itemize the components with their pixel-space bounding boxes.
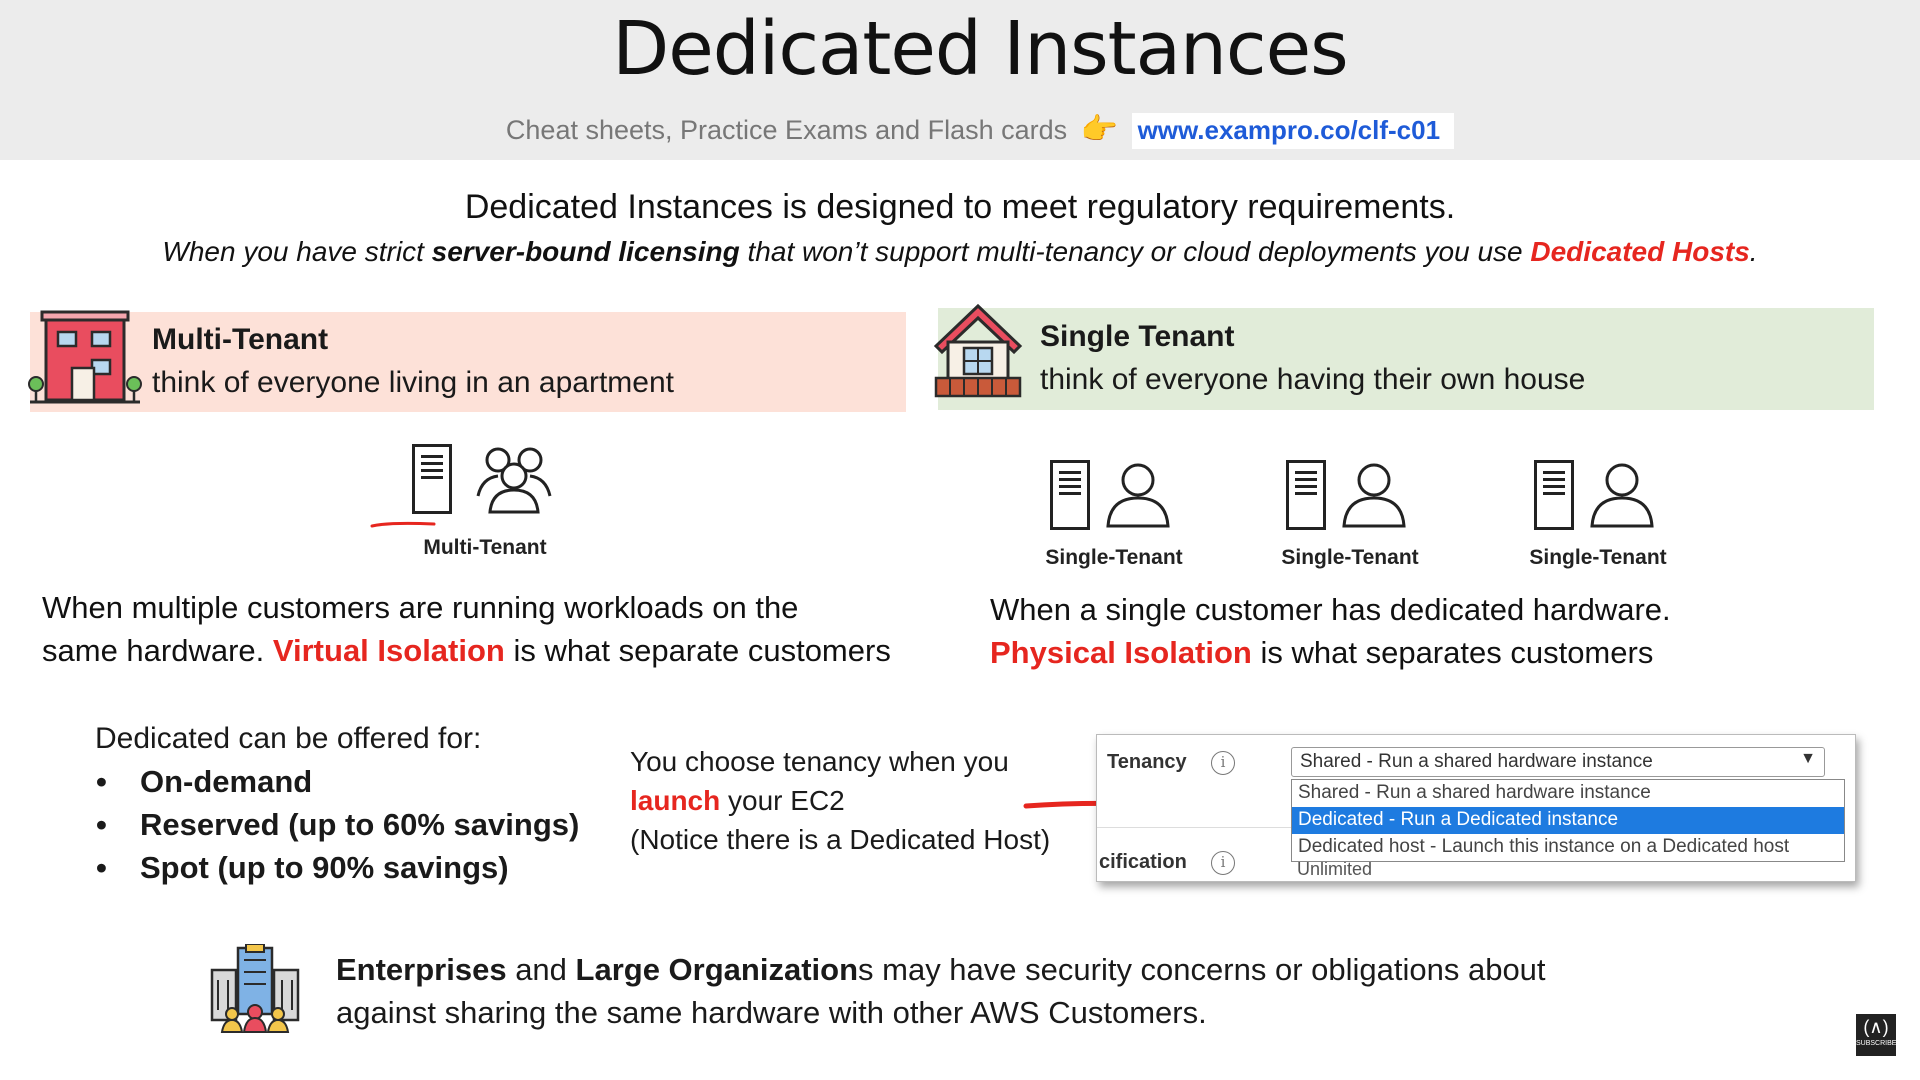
single-tenant-explanation: When a single customer has dedicated har… <box>990 588 1671 674</box>
page-title: Dedicated Instances <box>612 6 1348 92</box>
offered-heading: Dedicated can be offered for: <box>95 722 482 755</box>
subtitle-text: Cheat sheets, Practice Exams and Flash c… <box>505 115 1068 145</box>
server-icon <box>1050 460 1090 530</box>
tenancy-settings-panel: Tenancy i cification i Unlimited Shared … <box>1096 734 1856 882</box>
physical-isolation-highlight: Physical Isolation <box>990 635 1252 670</box>
offer-label: On-demand <box>140 764 313 799</box>
single-tenant-subtitle: think of everyone having their own house <box>1040 363 1586 396</box>
offer-item: • Reserved (up to 60% savings) <box>96 807 579 843</box>
tenancy-dropdown-list: Shared - Run a shared hardware instance … <box>1291 779 1845 862</box>
note-line: launch your EC2 <box>630 781 1050 820</box>
note-line: (Notice there is a Dedicated Host) <box>630 824 1051 855</box>
intro-period: . <box>1749 236 1758 267</box>
offer-label: Reserved (up to 60% savings) <box>140 807 580 842</box>
tenancy-select-value: Shared - Run a shared hardware instance <box>1300 751 1653 772</box>
explanation-line: Physical Isolation is what separates cus… <box>990 631 1671 674</box>
virtual-isolation-highlight: Virtual Isolation <box>272 633 505 668</box>
offer-label: Spot (up to 90% savings) <box>140 850 509 885</box>
tenancy-label: Tenancy <box>1107 751 1187 773</box>
channel-logo-icon[interactable]: (∧) SUBSCRIBE <box>1856 1014 1896 1056</box>
office-buildings-people-icon <box>210 944 300 1033</box>
multi-tenant-box <box>30 312 906 412</box>
intro-red-highlight: Dedicated Hosts <box>1530 236 1750 267</box>
specification-label: cification <box>1099 851 1187 873</box>
note-line: Enterprises and Large Organizations may … <box>336 948 1546 991</box>
intro-line-2: When you have strict server-bound licens… <box>0 236 1920 268</box>
multi-tenant-diagram-label: Multi-Tenant <box>423 536 547 559</box>
server-icon <box>412 444 452 514</box>
unlimited-checkbox-label[interactable]: Unlimited <box>1297 859 1373 879</box>
explanation-text: is what separate customers <box>504 633 891 668</box>
pointing-hand-icon: 👉 <box>1080 113 1119 146</box>
launch-highlight: launch <box>630 785 721 816</box>
bullet-icon: • <box>96 764 107 799</box>
server-icon <box>1286 460 1326 530</box>
single-tenant-diagram-label: Single-Tenant <box>1529 546 1667 569</box>
explanation-text: same hardware. <box>42 633 273 668</box>
offer-item: • Spot (up to 90% savings) <box>96 850 509 886</box>
intro-text: that won’t support multi-tenancy or clou… <box>739 236 1531 267</box>
bullet-icon: • <box>96 807 107 842</box>
exampro-link[interactable]: www.exampro.co/clf-c01 <box>1131 113 1455 149</box>
note-text: s may have security concerns or obligati… <box>858 952 1546 987</box>
large-organization-bold: Large Organization <box>575 952 859 987</box>
multi-tenant-title: Multi-Tenant <box>152 323 329 356</box>
apartment-building-icon <box>28 310 142 404</box>
single-tenant-title: Single Tenant <box>1040 320 1235 353</box>
explanation-line: same hardware. Virtual Isolation is what… <box>42 629 891 672</box>
explanation-text: is what separates customers <box>1251 635 1654 670</box>
single-tenant-diagram-label: Single-Tenant <box>1045 546 1183 569</box>
red-underline-mark <box>370 521 436 528</box>
user-group-icon <box>476 447 552 514</box>
chevron-down-icon: ▼ <box>1800 750 1816 767</box>
info-icon[interactable]: i <box>1211 851 1235 875</box>
note-line: You choose tenancy when you <box>630 746 1009 777</box>
single-tenant-diagram-label: Single-Tenant <box>1281 546 1419 569</box>
user-icon <box>1342 463 1406 528</box>
tenancy-select[interactable]: Shared - Run a shared hardware instance … <box>1291 747 1825 777</box>
intro-text: When you have strict <box>162 236 432 267</box>
header-band <box>0 0 1920 160</box>
panel-divider <box>1097 827 1291 828</box>
info-icon[interactable]: i <box>1211 751 1235 775</box>
server-icon <box>1534 460 1574 530</box>
enterprises-bold: Enterprises <box>336 952 507 987</box>
intro-bold: server-bound licensing <box>431 236 740 267</box>
tenancy-option-dedicated-host[interactable]: Dedicated host - Launch this instance on… <box>1298 836 1790 857</box>
multi-tenant-subtitle: think of everyone living in an apartment <box>152 366 674 399</box>
tenancy-option-dedicated[interactable]: Dedicated - Run a Dedicated instance <box>1292 807 1844 834</box>
enterprise-note: Enterprises and Large Organizations may … <box>336 948 1546 1034</box>
intro-line-1: Dedicated Instances is designed to meet … <box>464 188 1456 226</box>
note-text: your EC2 <box>720 785 845 816</box>
tenancy-option-shared[interactable]: Shared - Run a shared hardware instance <box>1298 782 1651 803</box>
bullet-icon: • <box>96 850 107 885</box>
note-line: against sharing the same hardware with o… <box>336 995 1207 1030</box>
subtitle-row: Cheat sheets, Practice Exams and Flash c… <box>0 112 1920 149</box>
user-icon <box>1106 463 1170 528</box>
explanation-line: When multiple customers are running work… <box>42 590 799 625</box>
ec2-tenancy-note: You choose tenancy when you launch your … <box>630 742 1050 859</box>
house-icon <box>933 303 1023 398</box>
note-text: and <box>506 952 576 987</box>
explanation-line: When a single customer has dedicated har… <box>990 592 1671 627</box>
multi-tenant-explanation: When multiple customers are running work… <box>42 586 891 672</box>
user-icon <box>1590 463 1654 528</box>
single-tenant-box <box>938 308 1874 410</box>
offer-item: • On-demand <box>96 764 312 800</box>
